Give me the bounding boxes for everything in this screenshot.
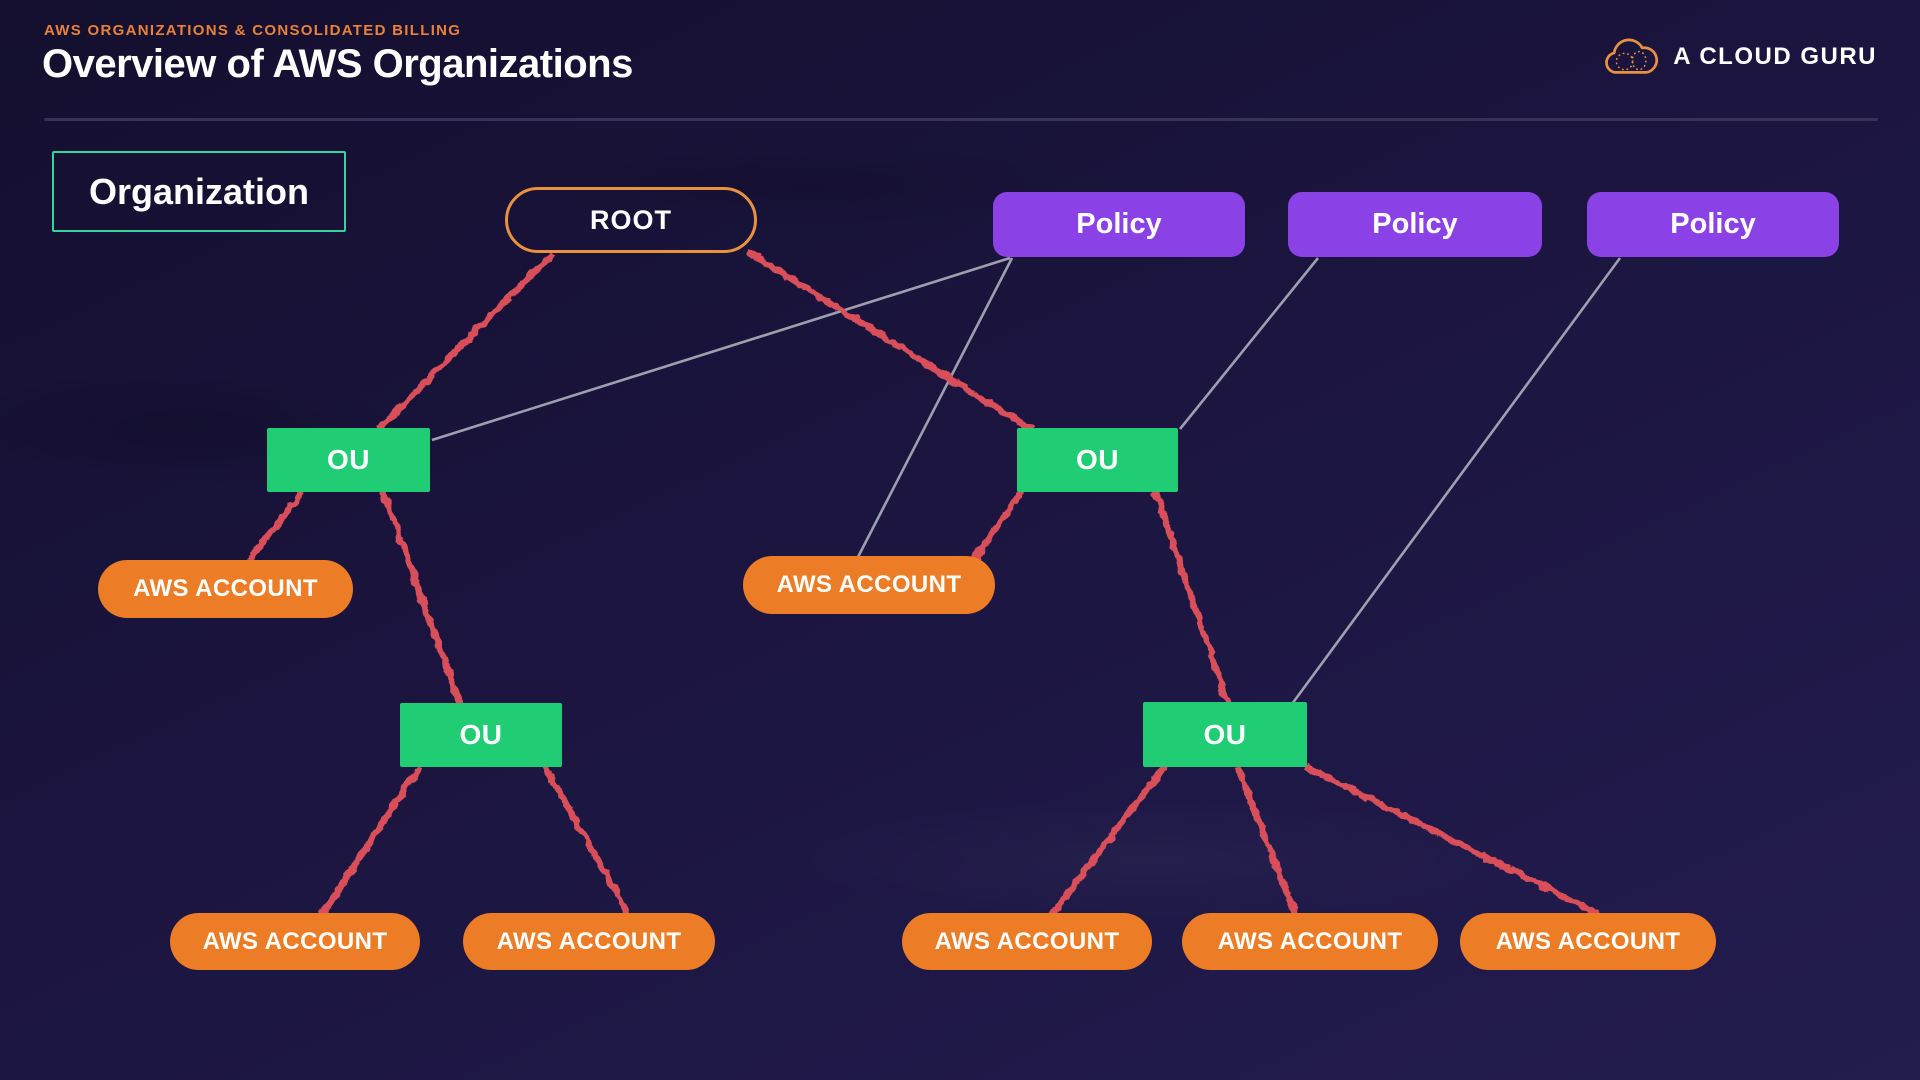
node-ou-3: OU (400, 703, 562, 767)
edge-policy-2-to-ou-2 (1178, 257, 1320, 430)
edge-ou-1-to-account-1 (245, 488, 306, 564)
edge-policy-1-to-ou-1 (431, 256, 1011, 442)
brand-logo: A CLOUD GURU (1601, 34, 1877, 80)
page-title: Overview of AWS Organizations (42, 42, 633, 86)
node-account-7: AWS ACCOUNT (1460, 913, 1716, 970)
edge-ou-4-to-account-7 (1303, 763, 1602, 918)
edge-ou-4-to-account-6 (1233, 764, 1299, 916)
node-root: ROOT (505, 187, 757, 253)
edge-policy-1-to-account-2 (856, 257, 1014, 558)
edge-ou-2-to-account-2 (972, 489, 1025, 560)
edge-policy-3-to-ou-4 (1290, 257, 1622, 705)
edge-ou-2-to-ou-4 (1151, 489, 1232, 706)
policy-attachment-lines (431, 256, 1622, 705)
edge-root-to-ou-2 (746, 249, 1034, 433)
edge-ou-3-to-account-3 (319, 764, 423, 917)
node-account-1: AWS ACCOUNT (98, 560, 353, 618)
node-account-4: AWS ACCOUNT (463, 913, 715, 970)
edge-ou-4-to-account-5 (1049, 764, 1168, 916)
hierarchy-lines (245, 249, 1602, 918)
node-account-5: AWS ACCOUNT (902, 913, 1152, 970)
node-policy-2: Policy (1288, 192, 1542, 257)
node-ou-4: OU (1143, 702, 1307, 767)
eyebrow-label: AWS ORGANIZATIONS & CONSOLIDATED BILLING (44, 22, 462, 39)
header-divider (44, 118, 1878, 121)
cloud-outline-icon (1605, 38, 1659, 74)
edge-ou-1-to-ou-3 (379, 489, 464, 707)
brand-name: A CLOUD GURU (1673, 43, 1877, 70)
node-account-2: AWS ACCOUNT (743, 556, 995, 614)
node-account-3: AWS ACCOUNT (170, 913, 420, 970)
node-account-6: AWS ACCOUNT (1182, 913, 1438, 970)
node-organization-label: Organization (52, 151, 346, 232)
node-ou-1: OU (267, 428, 430, 492)
node-policy-1: Policy (993, 192, 1245, 257)
node-policy-3: Policy (1587, 192, 1839, 257)
node-ou-2: OU (1017, 428, 1178, 492)
edge-ou-3-to-account-4 (542, 764, 631, 916)
edge-root-to-ou-1 (375, 250, 556, 433)
